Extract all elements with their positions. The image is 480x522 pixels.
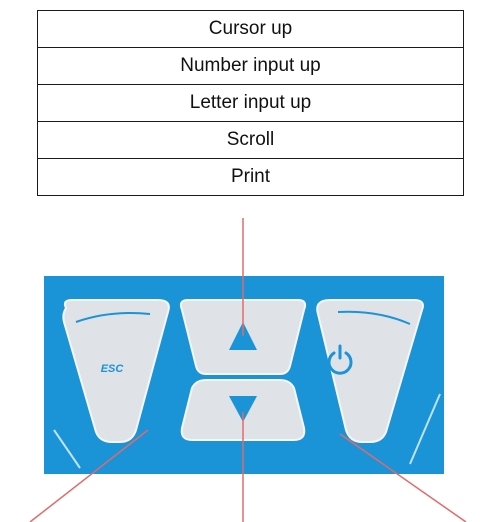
function-row: Scroll: [38, 122, 464, 159]
function-cell-letter-input-up: Letter input up: [38, 85, 464, 122]
keypad-diagram: ESC: [0, 218, 480, 522]
function-row: Print: [38, 159, 464, 196]
function-cell-number-input-up: Number input up: [38, 48, 464, 85]
function-row: Number input up: [38, 48, 464, 85]
function-cell-print: Print: [38, 159, 464, 196]
function-row: Cursor up: [38, 11, 464, 48]
esc-label: ESC: [101, 363, 125, 375]
function-table: Cursor up Number input up Letter input u…: [37, 10, 464, 196]
function-cell-scroll: Scroll: [38, 122, 464, 159]
function-cell-cursor-up: Cursor up: [38, 11, 464, 48]
function-row: Letter input up: [38, 85, 464, 122]
